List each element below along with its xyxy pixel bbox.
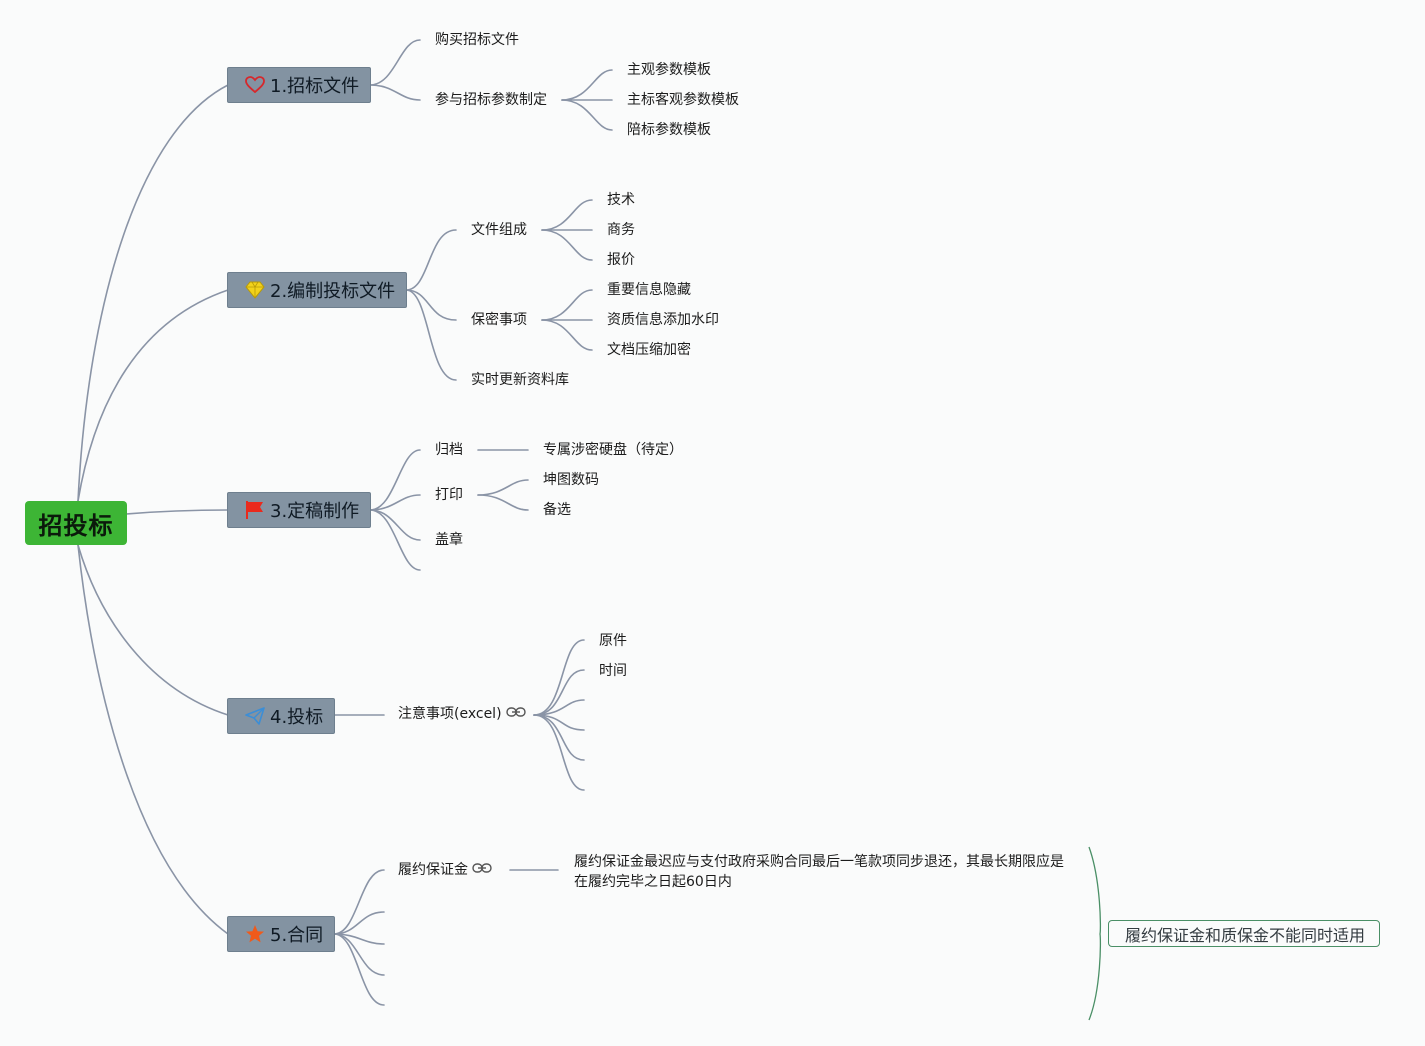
summary-brace: [1088, 846, 1102, 1021]
branch-submit-bid[interactable]: 4.投标: [227, 698, 335, 734]
topic-dedicated-drive[interactable]: 专属涉密硬盘（待定）: [543, 442, 683, 458]
summary-topic[interactable]: 履约保证金和质保金不能同时适用: [1108, 920, 1380, 947]
topic-print[interactable]: 打印: [435, 487, 463, 503]
link-icon[interactable]: [505, 705, 526, 723]
topic-originals[interactable]: 原件: [599, 633, 627, 649]
root-topic[interactable]: 招投标: [25, 501, 127, 545]
topic-accompany-template[interactable]: 陪标参数模板: [627, 122, 711, 138]
topic-time[interactable]: 时间: [599, 663, 627, 679]
topic-subjective-template[interactable]: 主观参数模板: [627, 62, 711, 78]
performance-bond-note[interactable]: 履约保证金最迟应与支付政府采购合同最后一笔款项同步退还，其最长期限应是在履约完毕…: [574, 854, 1064, 890]
topic-buy-tender-docs[interactable]: 购买招标文件: [435, 32, 519, 48]
topic-performance-bond[interactable]: 履约保证金: [398, 861, 492, 879]
branch-contract[interactable]: 5.合同: [227, 916, 335, 952]
topic-hide-info[interactable]: 重要信息隐藏: [607, 282, 691, 298]
root-topic-label: 招投标: [38, 511, 114, 540]
branch-prepare-bid-docs[interactable]: 2.编制投标文件: [227, 272, 407, 308]
branch-label: 1.招标文件: [270, 76, 360, 97]
topic-confidentiality[interactable]: 保密事项: [471, 312, 527, 328]
topic-performance-bond-label: 履约保证金: [398, 862, 468, 878]
heart-icon: [244, 74, 266, 96]
topic-print-shop[interactable]: 坤图数码: [543, 472, 599, 488]
topic-backup-option[interactable]: 备选: [543, 502, 571, 518]
topic-notes-excel[interactable]: 注意事项(excel): [398, 705, 526, 723]
paper-plane-icon: [244, 705, 266, 727]
star-icon: [244, 923, 266, 945]
red-flag-icon: [244, 499, 266, 521]
topic-doc-composition[interactable]: 文件组成: [471, 222, 527, 238]
topic-watermark[interactable]: 资质信息添加水印: [607, 312, 719, 328]
topic-update-library[interactable]: 实时更新资料库: [471, 372, 569, 388]
topic-archive[interactable]: 归档: [435, 442, 463, 458]
branch-label: 4.投标: [270, 707, 324, 728]
topic-commercial[interactable]: 商务: [607, 222, 635, 238]
topic-compress-encrypt[interactable]: 文档压缩加密: [607, 342, 691, 358]
branch-label: 5.合同: [270, 925, 324, 946]
diamond-icon: [244, 279, 266, 301]
topic-notes-excel-label: 注意事项(excel): [398, 706, 502, 722]
topic-stamp[interactable]: 盖章: [435, 532, 463, 548]
link-icon[interactable]: [472, 861, 492, 879]
branch-finalize[interactable]: 3.定稿制作: [227, 492, 371, 528]
branch-tendering-documents[interactable]: 1.招标文件: [227, 67, 371, 103]
branch-label: 2.编制投标文件: [270, 281, 396, 302]
branch-label: 3.定稿制作: [270, 501, 360, 522]
topic-quotation[interactable]: 报价: [607, 252, 635, 268]
topic-tender-params[interactable]: 参与招标参数制定: [435, 92, 547, 108]
topic-main-objective-template[interactable]: 主标客观参数模板: [627, 92, 739, 108]
topic-technical[interactable]: 技术: [607, 192, 635, 208]
